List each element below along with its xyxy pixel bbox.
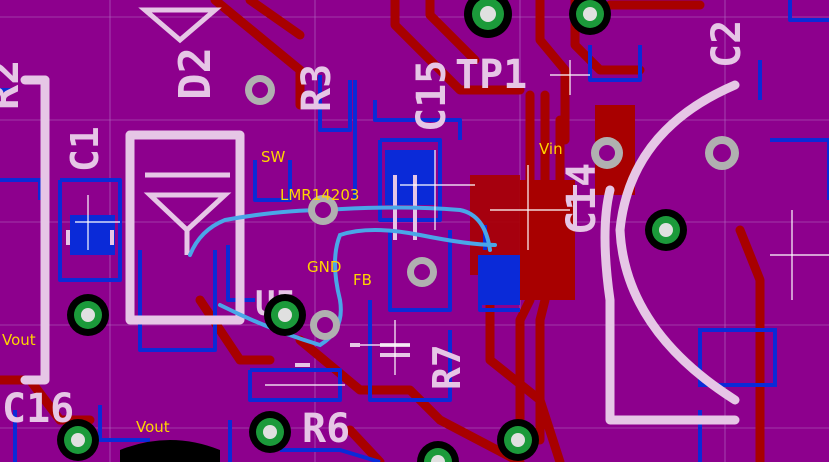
- net-label-lmr14203: LMR14203: [280, 186, 359, 204]
- via: [705, 136, 739, 170]
- pad: [497, 419, 539, 461]
- designator-r2: R2: [0, 59, 28, 110]
- via: [245, 75, 275, 105]
- cursor-crosshair: [75, 60, 829, 386]
- designator-r6: R6: [302, 406, 350, 452]
- net-label-sw: SW: [261, 148, 286, 166]
- pad: [417, 441, 459, 462]
- net-label-vout-left: Vout: [2, 331, 36, 349]
- designator-c2: C2: [704, 20, 750, 68]
- net-label-fb: FB: [353, 271, 372, 289]
- net-label-gnd: GND: [307, 258, 341, 276]
- net-label-vout-bottom: Vout: [136, 418, 170, 436]
- via: [310, 310, 340, 340]
- pad: [464, 0, 512, 38]
- pad: [645, 209, 687, 251]
- designator-tp1: TP1: [455, 52, 527, 98]
- silkscreen-outlines: [20, 75, 740, 425]
- pad: [569, 0, 611, 35]
- pad: [67, 294, 109, 336]
- diode-symbol: [138, 7, 232, 255]
- pad: [57, 419, 99, 461]
- designator-c1: C1: [63, 126, 107, 172]
- designator-d2: D2: [170, 47, 221, 100]
- pads: [57, 0, 687, 462]
- via: [407, 257, 437, 287]
- designator-r7: R7: [425, 344, 469, 390]
- designator-r3: R3: [294, 64, 340, 112]
- c2-capacitor-arc: [615, 80, 740, 405]
- via: [591, 137, 623, 169]
- vias: [245, 75, 739, 340]
- designator-c16: C16: [2, 386, 74, 432]
- pad: [264, 294, 306, 336]
- d2-body-outline: [125, 130, 245, 325]
- pad: [249, 411, 291, 453]
- designator-c14: C14: [559, 163, 605, 235]
- via: [308, 195, 338, 225]
- designator-c15: C15: [409, 60, 455, 132]
- net-label-vin: Vin: [539, 140, 563, 158]
